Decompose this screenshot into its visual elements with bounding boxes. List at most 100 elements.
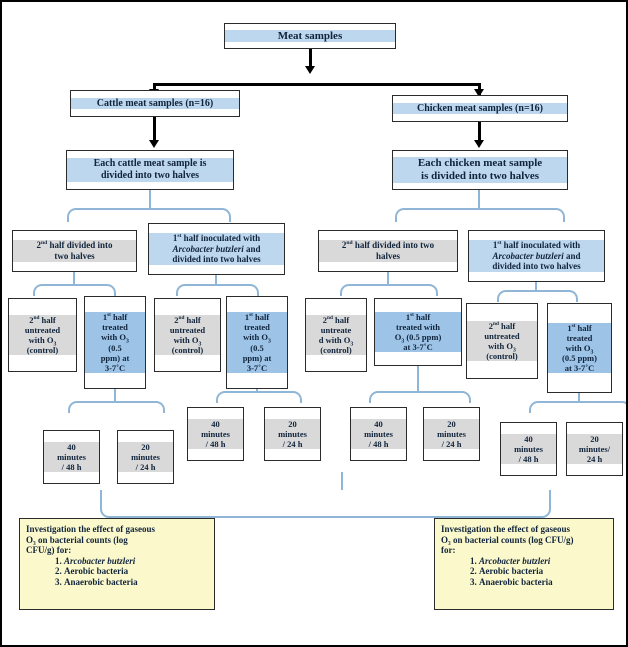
c2h-a: 2 <box>36 240 42 251</box>
node-outcome-chicken[interactable]: Investigation the effect of gaseous O₃ o… <box>434 518 614 610</box>
bracket-chicken-1st <box>497 290 578 302</box>
c2h-sup: nd <box>41 240 48 247</box>
list-item: Anaerobic bacteria <box>479 577 607 588</box>
k1h-species: Arcobacter butzleri <box>492 250 564 261</box>
c1h-species: Arcobacter butzleri <box>172 243 244 254</box>
connector-bottom-stem <box>341 472 343 490</box>
cattle-divided-line1: Each cattle meat sample is <box>93 158 207 170</box>
node-meat-samples[interactable]: Meat samples <box>224 23 396 49</box>
outcome-right-list: Arcobacter butzleri Aerobic bacteria Ana… <box>441 556 607 588</box>
list-item: Aerobic bacteria <box>479 566 607 577</box>
k2h-c: halves <box>375 251 400 261</box>
node-cattle-divided-label: Each cattle meat sample is divided into … <box>67 158 233 182</box>
connector-chicken-div-stem <box>478 190 480 208</box>
list-item: Arcobacter butzleri <box>64 556 208 567</box>
node-cattle-1st-half-label: 1st half inoculated with Arcobacter butz… <box>149 233 284 265</box>
bracket-cattle-1st-times <box>216 391 302 403</box>
node-cattle-samples[interactable]: Cattle meat samples (n=16) <box>70 90 240 117</box>
outcome-left-line2: O₃ on bacterial counts (log <box>26 534 128 545</box>
connector-root-stem <box>309 49 312 69</box>
c1h-and: and <box>243 243 261 254</box>
connector-cattle-div-stem <box>149 190 151 208</box>
connector-c2t-stem <box>114 389 116 401</box>
connector-c2h-stem <box>73 272 75 284</box>
arrow-chicken-down <box>474 140 484 148</box>
c1h-a: 1 <box>172 233 178 244</box>
connector-k1t-stem <box>578 393 580 401</box>
bracket-cattle-2nd-times <box>68 401 165 413</box>
list-item: Arcobacter butzleri <box>479 556 607 567</box>
node-chicken-2nd-half-label: 2nd half divided into two halves <box>319 240 457 262</box>
outcome-cattle-content: Investigation the effect of gaseous O₃ o… <box>20 519 214 588</box>
outcome-left-line3: CFU/g) for: <box>26 545 72 556</box>
node-chicken-samples-label: Chicken meat samples (n=16) <box>393 102 567 115</box>
arrow-cattle-down <box>149 140 159 148</box>
connector-c1t-stem <box>256 389 258 391</box>
outcome-left-list: Arcobacter butzleri Aerobic bacteria Ana… <box>26 556 208 588</box>
node-cattle-2nd-half[interactable]: 2nd half divided into two halves <box>12 230 137 272</box>
bracket-chicken-split <box>395 208 565 222</box>
node-cattle-1st-half[interactable]: 1st half inoculated with Arcobacter butz… <box>148 223 285 275</box>
connector-root-split <box>153 83 480 86</box>
node-cattle-samples-label: Cattle meat samples (n=16) <box>71 97 239 110</box>
node-cattle-2nd-half-label: 2nd half divided into two halves <box>13 240 136 262</box>
bracket-chicken-2nd-times <box>369 391 471 403</box>
bracket-cattle-split <box>67 208 231 222</box>
node-outcome-cattle[interactable]: Investigation the effect of gaseous O₃ o… <box>19 518 215 610</box>
node-chicken-divided[interactable]: Each chicken meat sample is divided into… <box>392 150 568 190</box>
c1h-d: divided into two halves <box>172 254 261 265</box>
connector-k1h-stem <box>535 282 537 290</box>
connector-cattle-stem <box>153 117 156 143</box>
bracket-cattle-1st <box>176 284 259 296</box>
outcome-right-line1: Investigation the effect of gaseous <box>441 524 570 534</box>
node-chicken-2nd-half[interactable]: 2nd half divided into two halves <box>318 230 458 272</box>
node-chicken-divided-label: Each chicken meat sample is divided into… <box>393 157 567 183</box>
k1h-d: divided into two halves <box>492 261 581 272</box>
node-chicken-1st-half[interactable]: 1st half inoculated with Arcobacter butz… <box>468 230 605 282</box>
outcome-right-item-3: Anaerobic bacteria <box>479 577 553 588</box>
node-cattle-divided[interactable]: Each cattle meat sample is divided into … <box>66 150 234 190</box>
node-chicken-samples[interactable]: Chicken meat samples (n=16) <box>392 95 568 122</box>
bracket-bottom-merge <box>100 490 551 518</box>
c2h-b: half divided into <box>47 240 113 251</box>
outcome-right-item-2: Aerobic bacteria <box>479 566 544 577</box>
c1h-b: half inoculated with <box>181 233 261 244</box>
connector-k2t-stem <box>417 366 419 391</box>
outcome-left-item-3: Anaerobic bacteria <box>64 577 138 588</box>
k1h-sup: st <box>497 240 502 247</box>
k2h-sup: nd <box>346 240 353 247</box>
node-chicken-1st-half-label: 1st half inoculated with Arcobacter butz… <box>469 240 604 272</box>
outcome-right-line3: for: <box>441 545 456 556</box>
chicken-divided-line1: Each chicken meat sample <box>417 157 543 170</box>
bracket-cattle-2nd <box>33 284 116 296</box>
list-item: Anaerobic bacteria <box>64 577 208 588</box>
